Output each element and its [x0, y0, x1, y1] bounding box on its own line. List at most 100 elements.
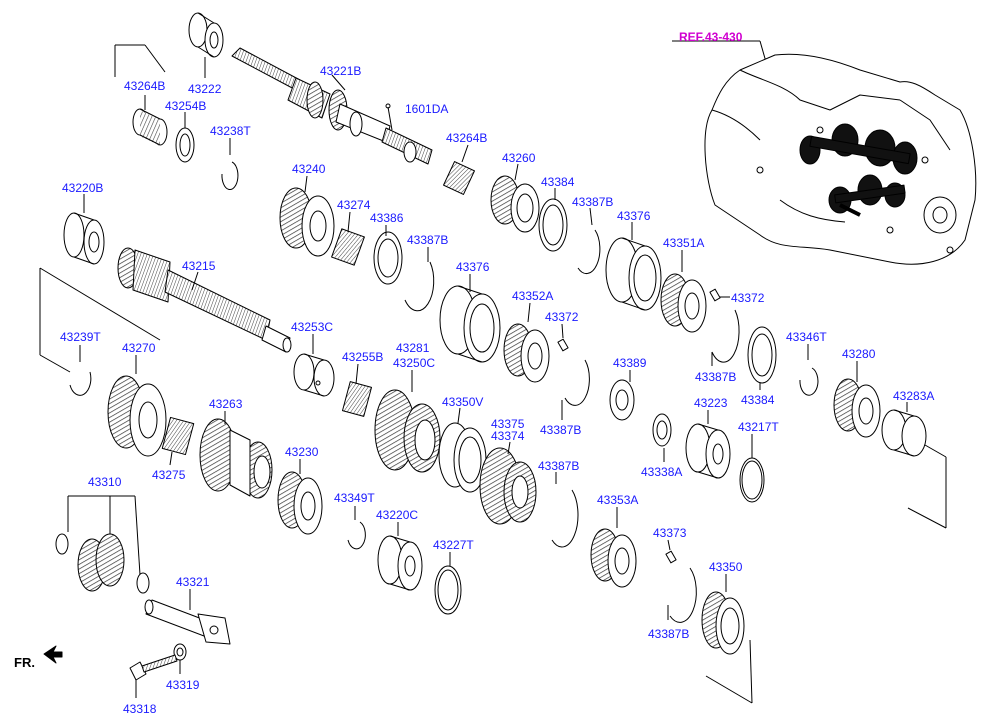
part-label-43220C[interactable]: 43220C [376, 508, 419, 522]
part-43321-shaft [144, 589, 231, 645]
part-43387B-spring-a [577, 207, 601, 275]
part-43318-bolt [129, 654, 178, 698]
part-label-43263[interactable]: 43263 [209, 397, 243, 411]
part-label-43255B[interactable]: 43255B [342, 350, 384, 364]
part-label-43283A[interactable]: 43283A [893, 389, 935, 403]
part-label-43346T[interactable]: 43346T [786, 330, 827, 344]
part-label-43222[interactable]: 43222 [188, 82, 222, 96]
part-43220C-bearing [377, 522, 423, 591]
part-label-43253C[interactable]: 43253C [291, 320, 334, 334]
part-label-43238T[interactable]: 43238T [210, 124, 251, 138]
part-label-43270[interactable]: 43270 [122, 341, 156, 355]
part-43319-washer [173, 643, 187, 674]
part-43264B-needle-bearing [114, 44, 168, 146]
part-label-43374[interactable]: 43374 [491, 429, 525, 443]
part-label-43387B_d[interactable]: 43387B [540, 423, 582, 437]
part-label-43349T[interactable]: 43349T [334, 491, 375, 505]
part-label-43221B[interactable]: 43221B [320, 64, 362, 78]
part-43386-ring [373, 225, 403, 285]
part-label-43240[interactable]: 43240 [292, 162, 326, 176]
part-label-43387B_c[interactable]: 43387B [695, 370, 737, 384]
front-direction-arrow-icon [43, 645, 63, 664]
part-43384-synchro-ring-b [747, 326, 777, 390]
part-label-43239T[interactable]: 43239T [60, 330, 101, 344]
part-43240-gear [279, 175, 335, 257]
part-43387B-spring-right [711, 309, 740, 366]
part-label-43321[interactable]: 43321 [176, 575, 210, 589]
part-43350V-sleeve [438, 407, 487, 493]
part-43264B-needle-bearing-mid [443, 144, 475, 195]
part-label-43384_a[interactable]: 43384 [541, 175, 575, 189]
part-label-43387B_a[interactable]: 43387B [572, 195, 614, 209]
part-label-1601DA[interactable]: 1601DA [405, 102, 449, 116]
part-43384-synchro-ring [538, 188, 568, 252]
part-43253C-bushing [293, 334, 335, 397]
part-43387B-spring-c [561, 359, 590, 420]
part-label-43386[interactable]: 43386 [370, 211, 404, 225]
part-label-43281[interactable]: 43281 [396, 341, 430, 355]
part-label-43376_b[interactable]: 43376 [456, 260, 490, 274]
part-label-43387B_f[interactable]: 43387B [648, 627, 690, 641]
part-43387B-spring-d [551, 472, 579, 548]
part-43373-key [665, 539, 677, 564]
part-43275-needle-bearing [161, 416, 195, 466]
part-label-43389[interactable]: 43389 [613, 356, 647, 370]
part-43374-gear [479, 441, 537, 525]
part-43389-washer [609, 370, 635, 421]
part-label-43338A[interactable]: 43338A [641, 465, 683, 479]
part-43310-idler-gear [55, 495, 150, 594]
part-label-43264B_mid[interactable]: 43264B [446, 131, 488, 145]
part-label-43250C[interactable]: 43250C [393, 356, 436, 370]
part-label-43352A[interactable]: 43352A [512, 289, 554, 303]
part-43376-sleeve-b [439, 274, 501, 363]
part-43220B-bearing [63, 194, 105, 265]
part-43254B-washer [175, 112, 195, 163]
part-label-43376_a[interactable]: 43376 [617, 209, 651, 223]
part-43350-sleeve [701, 574, 753, 704]
part-43274-needle-bearing [331, 211, 365, 266]
part-43215-output-shaft [117, 247, 292, 353]
part-label-43350V[interactable]: 43350V [442, 395, 484, 409]
part-label-43351A[interactable]: 43351A [663, 236, 705, 250]
part-43260-gear [490, 163, 540, 233]
part-label-43254B[interactable]: 43254B [165, 99, 207, 113]
part-label-43260[interactable]: 43260 [502, 151, 536, 165]
part-label-43375[interactable]: 43375 [491, 417, 525, 431]
part-label-43220B[interactable]: 43220B [62, 181, 104, 195]
part-43255B-needle-bearing [341, 363, 373, 417]
part-43223-bearing [685, 410, 731, 479]
front-direction-label: FR. [14, 655, 35, 670]
part-label-43274[interactable]: 43274 [337, 198, 371, 212]
part-43338A-washer [652, 413, 672, 462]
part-label-43372_b[interactable]: 43372 [545, 310, 579, 324]
part-43239T-snap-ring [39, 267, 161, 396]
part-43283A-bearing [881, 402, 947, 529]
part-43352A-hub [503, 302, 550, 383]
part-43217T-ring [739, 434, 765, 503]
part-label-43384_b[interactable]: 43384 [741, 393, 775, 407]
part-label-43280[interactable]: 43280 [842, 347, 876, 361]
part-label-43318[interactable]: 43318 [123, 702, 157, 716]
part-43372-key-a [709, 288, 730, 302]
part-label-43215[interactable]: 43215 [182, 259, 216, 273]
part-label-43353A[interactable]: 43353A [597, 493, 639, 507]
part-label-43319[interactable]: 43319 [166, 678, 200, 692]
part-label-43223[interactable]: 43223 [694, 396, 728, 410]
part-label-43387B_e[interactable]: 43387B [538, 459, 580, 473]
part-43270-gear [107, 355, 167, 457]
part-43387B-spring-f [667, 567, 697, 623]
part-label-43264B_top[interactable]: 43264B [124, 79, 166, 93]
part-label-43230[interactable]: 43230 [285, 445, 319, 459]
part-label-43275[interactable]: 43275 [152, 468, 186, 482]
part-label-43227T[interactable]: 43227T [433, 538, 474, 552]
part-label-43387B_b[interactable]: 43387B [407, 233, 449, 247]
part-label-43350[interactable]: 43350 [709, 560, 743, 574]
part-label-43217T[interactable]: 43217T [738, 420, 779, 434]
part-label-43310[interactable]: 43310 [88, 475, 122, 489]
part-43280-gear [833, 361, 881, 438]
transmission-housing [672, 40, 977, 265]
part-label-43372_a[interactable]: 43372 [731, 291, 765, 305]
part-label-43373[interactable]: 43373 [653, 526, 687, 540]
part-43227T-ring [434, 552, 462, 615]
